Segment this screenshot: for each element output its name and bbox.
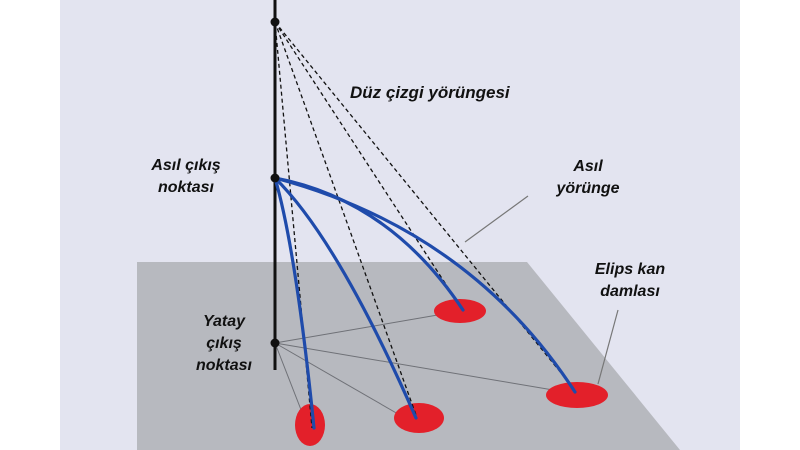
blood-drops <box>295 299 608 446</box>
actual-trajectories <box>273 176 577 430</box>
blood-drop-ellipse <box>546 382 608 408</box>
ellipse-drop-label-line2: damlası <box>600 283 660 300</box>
top-point <box>270 17 280 27</box>
actual-exit-label-line2: noktası <box>158 179 215 196</box>
actual-trajectory-curve <box>273 176 577 394</box>
horizontal-exit-label-line1: Yatay <box>203 313 246 330</box>
actual-trajectory-label-line2: yörünge <box>555 180 619 197</box>
ellipse-drop-label-line1: Elips kan <box>595 261 665 278</box>
floor-line <box>274 342 406 419</box>
horizontal-exit-label-line2: çıkış <box>206 335 242 352</box>
actual-exit-point <box>270 173 280 183</box>
blood-drop-ellipse <box>434 299 486 323</box>
blood-drop-ellipse <box>295 404 325 446</box>
actual-exit-label-line1: Asıl çıkış <box>150 157 220 174</box>
pointer-ellipse-drop <box>597 309 619 385</box>
floor-line <box>274 342 566 393</box>
horizontal-exit-point <box>270 338 280 348</box>
straight-line-trajectory-label: Düz çizgi yörüngesi <box>350 83 511 102</box>
actual-trajectory-curve <box>273 176 418 420</box>
floor-plane <box>137 262 680 450</box>
dashed-trajectory <box>274 21 461 307</box>
floor-line <box>274 342 306 421</box>
actual-trajectory-label-line1: Asıl <box>572 158 603 175</box>
pole-points <box>270 17 280 348</box>
pointer-actual-trajectory <box>464 195 529 243</box>
horizontal-exit-label-line3: noktası <box>196 357 253 374</box>
label-pointers <box>464 195 619 385</box>
actual-trajectory-curve <box>273 176 316 430</box>
blood-drop-ellipse <box>394 403 444 433</box>
